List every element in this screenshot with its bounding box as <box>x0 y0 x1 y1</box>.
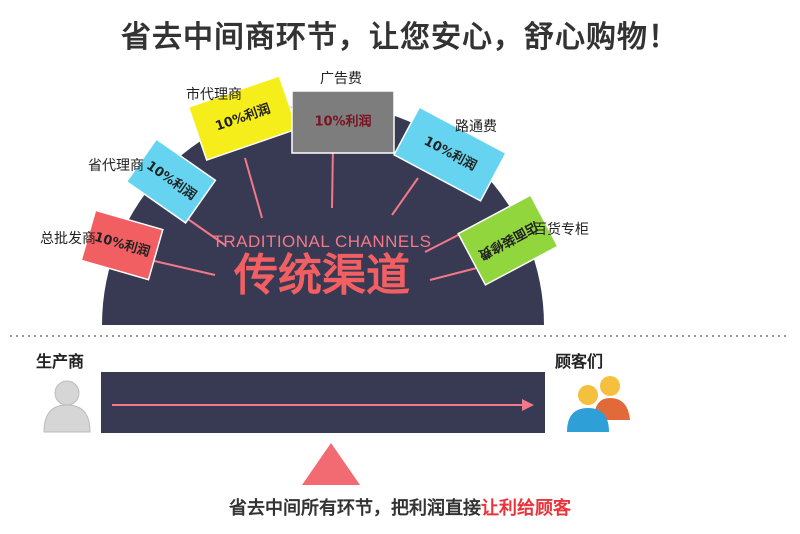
profit-segment: 10%利润 <box>80 209 164 281</box>
flow-bar <box>101 372 545 433</box>
bottom-caption-prefix: 省去中间所有环节，把利润直接 <box>229 498 481 519</box>
profit-segment-text: 10%利润 <box>314 114 371 130</box>
page-title: 省去中间商环节，让您安心，舒心购物！ <box>121 20 679 55</box>
customers-label: 顾客们 <box>555 352 604 371</box>
label-wholesaler: 总批发商 <box>40 231 96 247</box>
label-city-agent: 市代理商 <box>186 87 242 103</box>
chinese-channel-label: 传统渠道 <box>233 250 410 301</box>
bottom-caption-highlight: 让利给顾客 <box>481 498 571 519</box>
label-advertising: 广告费 <box>320 71 362 87</box>
producer-person-icon <box>43 380 91 433</box>
profit-segment: 10%利润 <box>125 138 217 224</box>
profit-segment: 10%利润 <box>393 106 507 202</box>
profit-segment-block <box>393 106 507 202</box>
pivot-triangle <box>302 443 360 485</box>
customers-group-icon <box>567 376 630 432</box>
profit-segment-block <box>291 90 395 154</box>
profit-segment-block <box>187 74 299 162</box>
profit-segment: 10%利润 <box>291 90 395 154</box>
profit-segment-block <box>80 209 164 281</box>
profit-segment: 10%利润 <box>187 74 299 162</box>
label-channel-fee: 路通费 <box>455 119 497 135</box>
bottom-caption: 省去中间所有环节，把利润直接让利给顾客 <box>0 494 800 520</box>
producer-label: 生产商 <box>36 352 85 371</box>
english-channel-label: TRADITIONAL CHANNELS <box>212 232 431 251</box>
flow-arrow-head <box>522 399 534 411</box>
label-provincial-agent: 省代理商 <box>88 158 144 174</box>
profit-segment-block <box>457 194 559 286</box>
profit-segment-block <box>125 138 217 224</box>
label-department-store: 百货专柜 <box>533 222 589 238</box>
profit-segment: 店面装修费 <box>457 194 559 286</box>
